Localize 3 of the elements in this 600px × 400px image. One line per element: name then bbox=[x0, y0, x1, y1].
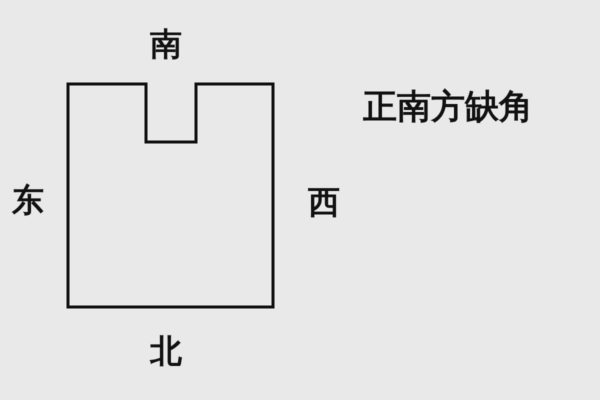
floor-plan-outline bbox=[66, 82, 274, 308]
direction-label: 西 bbox=[308, 186, 340, 218]
caption-text: 正南方缺角 bbox=[363, 90, 533, 124]
